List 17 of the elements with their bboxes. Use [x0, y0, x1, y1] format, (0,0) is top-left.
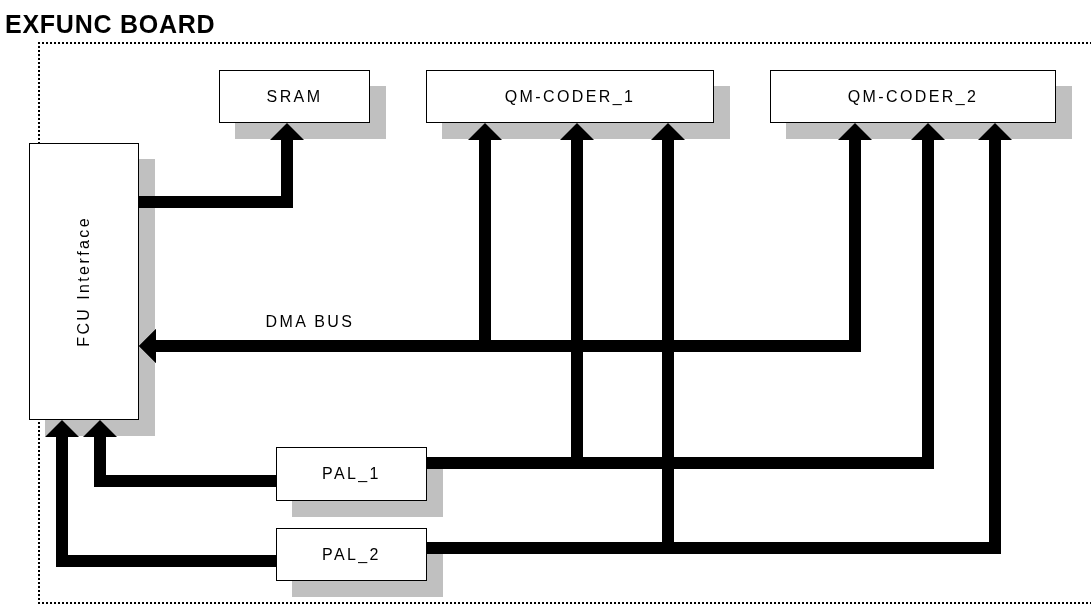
component-block: [219, 70, 370, 123]
block-label: SRAM: [266, 86, 323, 107]
component-block: [426, 70, 714, 123]
bus-arrow: [139, 123, 872, 363]
block-label: PAL_1: [322, 464, 381, 484]
component-block: [276, 447, 427, 501]
bus-arrow: [139, 123, 304, 208]
board-title: EXFUNC BOARD: [5, 9, 216, 40]
component-block: [276, 528, 427, 581]
bus-arrow: [45, 420, 276, 567]
block-label: QM-CODER_2: [847, 86, 979, 107]
block-label: QM-CODER_1: [504, 86, 636, 107]
block-label: PAL_2: [322, 544, 381, 565]
component-block: [770, 70, 1056, 123]
block-label: FCU Interface: [74, 216, 93, 347]
interface-block: [29, 143, 139, 420]
bus-arrow: [83, 420, 276, 487]
